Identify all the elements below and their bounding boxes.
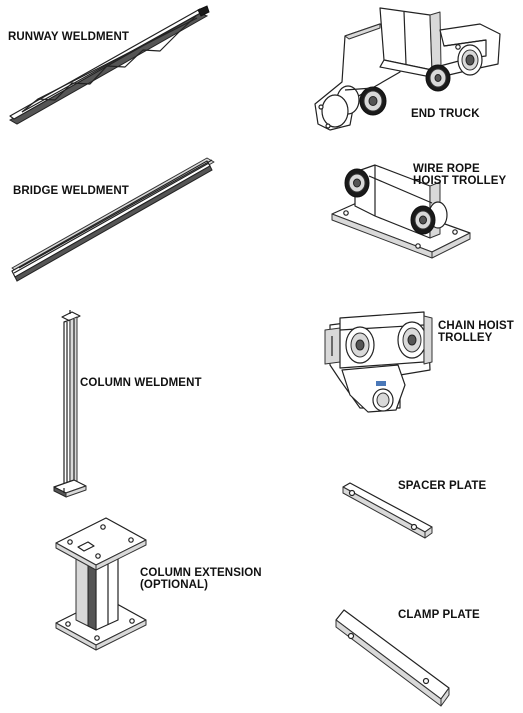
end-truck-label: END TRUCK: [411, 108, 480, 120]
column-weldment-label: COLUMN WELDMENT: [80, 377, 202, 389]
clamp-plate-label: CLAMP PLATE: [398, 609, 480, 621]
column-weldment-illustration: [53, 310, 87, 498]
bridge-weldment-illustration: [11, 157, 215, 282]
clamp-plate-illustration: [335, 609, 450, 707]
column-extension-optional-label: (OPTIONAL): [140, 579, 209, 591]
spacer-plate-label: SPACER PLATE: [398, 480, 487, 492]
wire-rope-trolley-illustration: [331, 164, 471, 259]
column-extension-label: COLUMN EXTENSION: [140, 567, 262, 579]
spacer-plate-illustration: [342, 482, 433, 539]
end-truck-illustration: [314, 7, 501, 131]
bridge-weldment-label: BRIDGE WELDMENT: [13, 185, 129, 197]
wire-rope-trolley-label-line1: WIRE ROPE: [413, 163, 480, 175]
chain-hoist-trolley-label-line1: CHAIN HOIST: [438, 320, 514, 332]
column-extension-illustration: [55, 517, 147, 651]
wire-rope-trolley-label-line2: HOIST TROLLEY: [413, 175, 507, 187]
chain-hoist-trolley-label-line2: TROLLEY: [438, 332, 493, 344]
chain-hoist-trolley-illustration: [324, 311, 433, 413]
runway-weldment-illustration: [8, 5, 210, 125]
runway-weldment-label: RUNWAY WELDMENT: [8, 31, 129, 43]
